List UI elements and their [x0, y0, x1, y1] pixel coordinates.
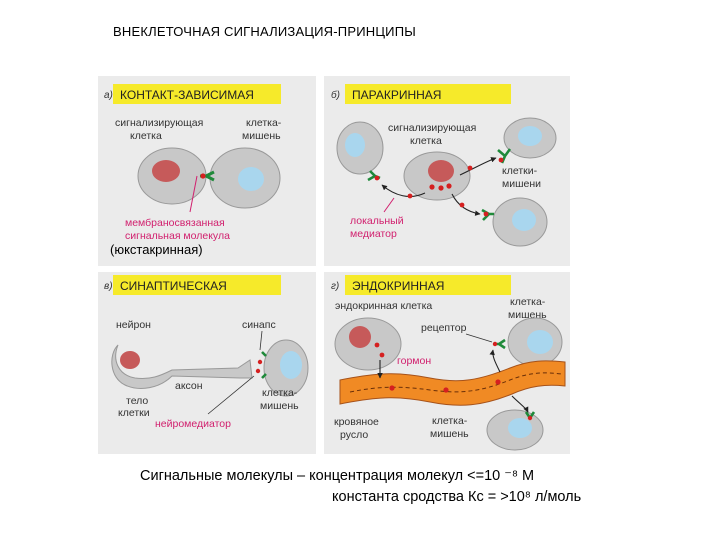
panel-g-target-cell-top [508, 318, 562, 366]
panel-g-target-cell-bottom [487, 410, 543, 450]
panel-a-title: КОНТАКТ-ЗАВИСИМАЯ [120, 88, 254, 102]
panel-a-molecule-label-2: сигнальная молекула [125, 230, 230, 242]
panel-v-axon-label: аксон [175, 380, 203, 392]
panel-b-signaling-label-1: сигнализирующая [388, 122, 476, 134]
panel-v-target-label-2: мишень [260, 400, 299, 412]
panel-v-cell-body-label-1: тело [126, 395, 148, 407]
panel-b-targets-label-1: клетки- [502, 165, 538, 177]
panel-b-targets-label-2: мишени [502, 178, 541, 190]
panel-b-signaling-label-2: клетка [410, 135, 442, 147]
panel-g-target-bottom-label-2: мишень [430, 428, 469, 440]
panel-b-signaling-cell [404, 152, 470, 200]
panel-b-mediator-dot [468, 166, 473, 171]
panel-g-endocrine-cell [335, 318, 401, 370]
panel-g-receptor-label: рецептор [421, 322, 467, 334]
panel-g-bloodstream-label-2: русло [340, 429, 368, 441]
panel-g-target-bottom-label-1: клетка- [432, 415, 468, 427]
panel-a-target-label-1: клетка- [246, 117, 282, 129]
panel-v-neurotransmitter-label: нейромедиатор [155, 418, 231, 430]
panel-a-signaling-label-2: клетка [130, 130, 162, 142]
caption-line-2: константа сродства Кс = >10⁸ л/моль [140, 487, 581, 508]
caption-line-1: Сигнальные молекулы – концентрация молек… [140, 466, 581, 487]
panel-v-target-label-1: клетка- [262, 387, 298, 399]
panel-a-target-cell [210, 148, 280, 208]
panel-v-letter: в) [104, 281, 113, 292]
panel-a-target-label-2: мишень [242, 130, 281, 142]
panel-g-bloodstream-label-1: кровяное [334, 416, 379, 428]
panel-a-signaling-cell [138, 148, 206, 204]
panel-g-target-top-label-1: клетка- [510, 296, 546, 308]
panel-a-molecule-label-1: мембраносвязанная [125, 217, 225, 229]
panel-v-neuron-label: нейрон [116, 319, 151, 331]
panel-g-hormone-label: гормон [397, 355, 431, 367]
panel-a-letter: а) [104, 90, 113, 101]
panel-b-target-cell-bottom-right [493, 198, 547, 246]
panel-b-mediator-label-1: локальный [350, 215, 404, 227]
panel-g-letter: г) [331, 281, 339, 292]
panel-b-mediator-dot [460, 203, 465, 208]
panel-g-endocrine-cell-label: эндокринная клетка [335, 300, 432, 312]
panel-a-juxtacrine-note: (юкстакринная) [110, 242, 203, 257]
panel-a-signaling-label-1: сигнализирующая [115, 117, 203, 129]
panel-b-mediator-dot [408, 194, 413, 199]
panel-b-target-cell-top-right [504, 118, 556, 158]
caption: Сигнальные молекулы – концентрация молек… [140, 466, 581, 508]
panel-v-title: СИНАПТИЧЕСКАЯ [120, 279, 227, 293]
panel-v-cell-body-label-2: клетки [118, 407, 150, 419]
panel-g-title: ЭНДОКРИННАЯ [352, 279, 444, 293]
panel-b-mediator-label-2: медиатор [350, 228, 397, 240]
panel-b-letter: б) [331, 89, 340, 101]
panel-v-synapse-label: синапс [242, 319, 276, 331]
panel-b-title: ПАРАКРИННАЯ [352, 88, 441, 102]
panel-b-target-cell-left [337, 122, 383, 174]
